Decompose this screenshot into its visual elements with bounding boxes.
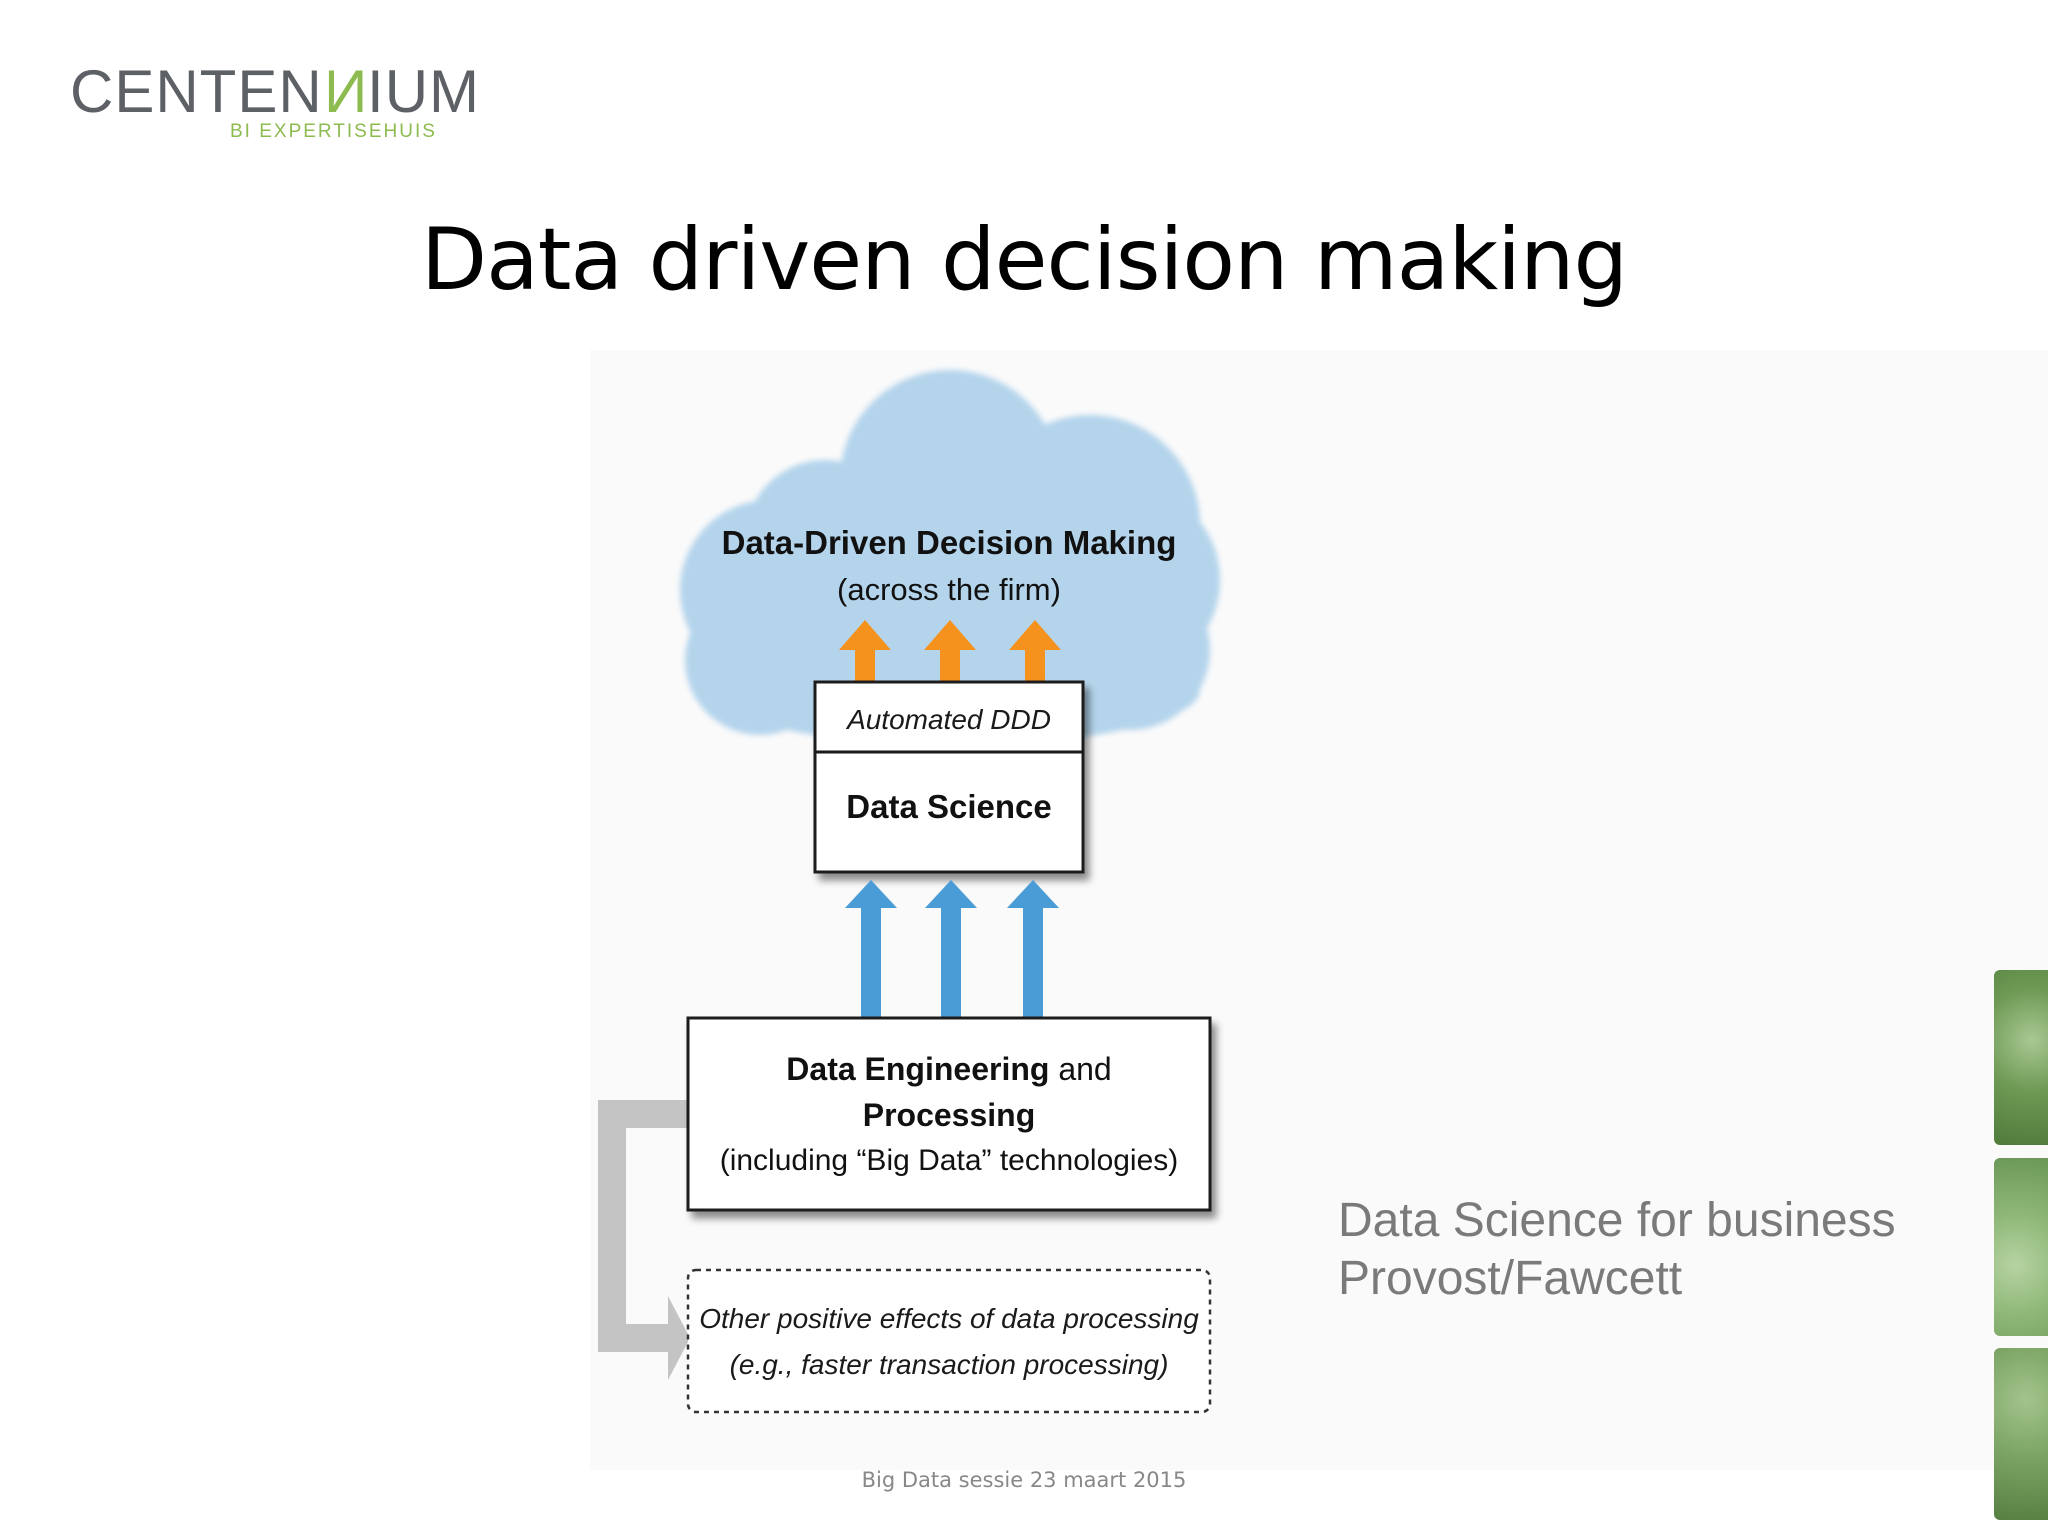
- orange-arrow-middle: [924, 620, 976, 682]
- blue-arrow-middle: [925, 880, 977, 1018]
- centennium-logo: CENTENNIUM BI EXPERTISEHUIS: [70, 58, 479, 152]
- caption-line1: Data Science for business: [1338, 1194, 1896, 1247]
- data-science-box: Automated DDD Data Science: [813, 680, 1085, 874]
- data-science-label: Data Science: [846, 788, 1051, 825]
- cloud-shape: [680, 370, 1220, 745]
- cloud-subtitle: (across the firm): [837, 572, 1061, 607]
- data-engineering-box: Data Engineering and Processing (includi…: [686, 1016, 1212, 1212]
- decorative-tile-1: [1994, 970, 2048, 1145]
- orange-arrows: [839, 620, 1061, 682]
- blue-arrows: [845, 880, 1059, 1018]
- engineering-and-text: and: [1049, 1051, 1111, 1087]
- caption-line2: Provost/Fawcett: [1338, 1252, 1683, 1305]
- decorative-image-strip: [1994, 970, 2048, 1520]
- engineering-line1: Data Engineering and: [786, 1051, 1111, 1087]
- slide-footer: Big Data sessie 23 maart 2015: [861, 1468, 1187, 1492]
- logo-name-part2: IUM: [367, 58, 481, 125]
- effects-line1: Other positive effects of data processin…: [699, 1303, 1199, 1334]
- gray-feedback-arrow: [598, 1100, 690, 1380]
- logo-wordmark: CENTENNIUM: [70, 58, 480, 125]
- slide-title: Data driven decision making: [420, 210, 1628, 310]
- decorative-tile-2: [1994, 1158, 2048, 1336]
- source-caption: Data Science for business Provost/Fawcet…: [1338, 1192, 1896, 1308]
- cloud-title: Data-Driven Decision Making: [722, 524, 1177, 561]
- other-effects-box: Other positive effects of data processin…: [686, 1268, 1212, 1414]
- effects-line2: (e.g., faster transaction processing): [730, 1349, 1169, 1380]
- orange-arrow-right: [1009, 620, 1061, 682]
- orange-arrow-left: [839, 620, 891, 682]
- engineering-subtitle: (including “Big Data” technologies): [720, 1144, 1179, 1177]
- blue-arrow-right: [1007, 880, 1059, 1018]
- logo-subtitle: BI EXPERTISEHUIS: [230, 121, 437, 142]
- engineering-bold-text: Data Engineering: [786, 1051, 1049, 1087]
- blue-arrow-left: [845, 880, 897, 1018]
- decorative-tile-3: [1994, 1348, 2048, 1520]
- automated-ddd-label: Automated DDD: [845, 704, 1051, 735]
- engineering-processing: Processing: [863, 1097, 1036, 1133]
- logo-name-part1: CENTEN: [70, 58, 323, 125]
